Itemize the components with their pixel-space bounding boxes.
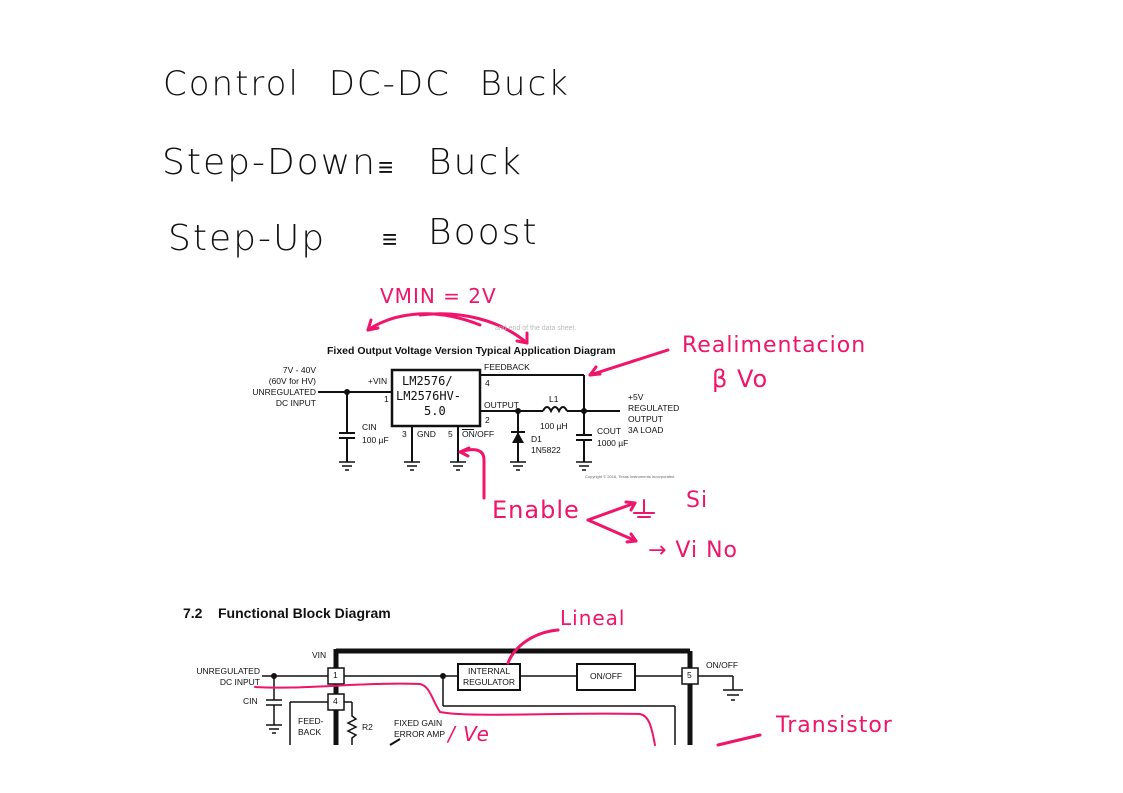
enable-yes-arrow: [586, 501, 637, 522]
onoff-block-label: ON/OFF: [590, 671, 623, 681]
notes-stepup-equiv: ≡: [382, 225, 400, 255]
internal-regulator-box: [457, 663, 521, 691]
input-voltage-label: 7V - 40V (60V for HV) UNREGULATED DC INP…: [252, 365, 316, 408]
r2-resistor: [346, 702, 358, 745]
block-diagram-number: 7.2: [183, 605, 203, 621]
notes-stepdown-equiv: ≡: [378, 153, 396, 183]
signal-trace: [254, 682, 656, 746]
notes-title: Control DC-DC Buck: [163, 64, 570, 104]
feedback-annotation: Realimentacion: [682, 333, 867, 358]
block-cin-label: CIN: [243, 696, 258, 706]
feedback-block-label: FEED- BACK: [298, 716, 324, 737]
lineal-arrow: [506, 628, 560, 665]
notes-stepdown-value: Buck: [428, 142, 524, 183]
vmin-arrow-right: [418, 312, 529, 345]
notes-stepup-value: Boost: [428, 212, 539, 253]
copyright-text: Copyright © 2016, Texas Instruments Inco…: [585, 474, 675, 479]
gnd-label: GND: [417, 429, 436, 439]
ic-part-line3: 5.0: [424, 404, 446, 418]
pin4-label: 4: [485, 378, 490, 388]
notes-stepdown-label: Step-Down: [162, 142, 377, 183]
notes-stepup-label: Step-Up: [168, 218, 327, 259]
block-diagram-heading: Functional Block Diagram: [218, 605, 391, 621]
ic-box: [390, 368, 482, 428]
pin2-label: 2: [485, 415, 490, 425]
cout-value: 1000 µF: [597, 438, 629, 448]
vmin-arrow-left: [366, 312, 482, 332]
enable-annotation: Enable: [492, 496, 580, 524]
l1-value: 100 µH: [540, 421, 568, 431]
output-voltage-label: +5V REGULATED OUTPUT 3A LOAD: [628, 392, 680, 435]
app-diagram-title: Fixed Output Voltage Version Typical App…: [327, 345, 616, 357]
enable-no-arrow: [586, 518, 638, 543]
block-vin-label: VIN: [312, 650, 327, 660]
ground-symbols: [339, 461, 592, 471]
block-input-label: UNREGULATED DC INPUT: [196, 666, 260, 687]
ve-annotation: / Ve: [448, 722, 490, 746]
error-amp-label: FIXED GAIN ERROR AMP: [394, 718, 446, 739]
feedback-label: FEEDBACK: [484, 362, 530, 372]
enable-no-annotation: → Vi No: [648, 538, 739, 563]
l1-label: L1: [549, 394, 559, 404]
d1-value: 1N5822: [531, 445, 561, 455]
feedback-arrow: [588, 348, 670, 377]
transistor-annotation: Transistor: [776, 713, 893, 738]
ic-part-line2: LM2576HV-: [396, 389, 462, 403]
output-label: OUTPUT: [484, 400, 519, 410]
cout-label: COUT: [597, 426, 622, 436]
internal-regulator-label: INTERNAL REGULATOR: [462, 666, 516, 687]
feedback-beta-annotation: β Vo: [712, 365, 769, 393]
onoff-label: ON/OFF: [462, 429, 495, 439]
block-pin4: 4: [333, 696, 338, 706]
faded-caption: and end of the data sheet.: [495, 325, 577, 332]
pin5-label: 5: [448, 429, 453, 439]
cin-value: 100 µF: [362, 435, 389, 445]
vin-pin-label: +VIN: [368, 376, 388, 386]
pin3-label: 3: [402, 429, 407, 439]
vmin-annotation: VMIN = 2V: [380, 284, 497, 308]
transistor-arrow: [716, 733, 762, 747]
cin-label: CIN: [362, 422, 377, 432]
ic-part-line1: LM2576/: [402, 374, 453, 388]
lineal-annotation: Lineal: [560, 606, 626, 630]
d1-label: D1: [531, 434, 542, 444]
enable-arrow: [458, 448, 486, 500]
onoff-overbar: [462, 429, 474, 430]
ink-strokes: [254, 312, 762, 747]
inductor-coil: [542, 406, 568, 414]
block-pin5: 5: [687, 670, 692, 680]
enable-yes-annotation: Si: [686, 488, 709, 513]
block-pin1: 1: [333, 670, 338, 680]
onoff-block-box: [576, 663, 636, 691]
onoff-pin-label: ON/OFF: [706, 660, 739, 670]
pin1-label: 1: [384, 394, 389, 404]
r2-label: R2: [362, 722, 373, 732]
diode-symbol: [512, 432, 524, 443]
